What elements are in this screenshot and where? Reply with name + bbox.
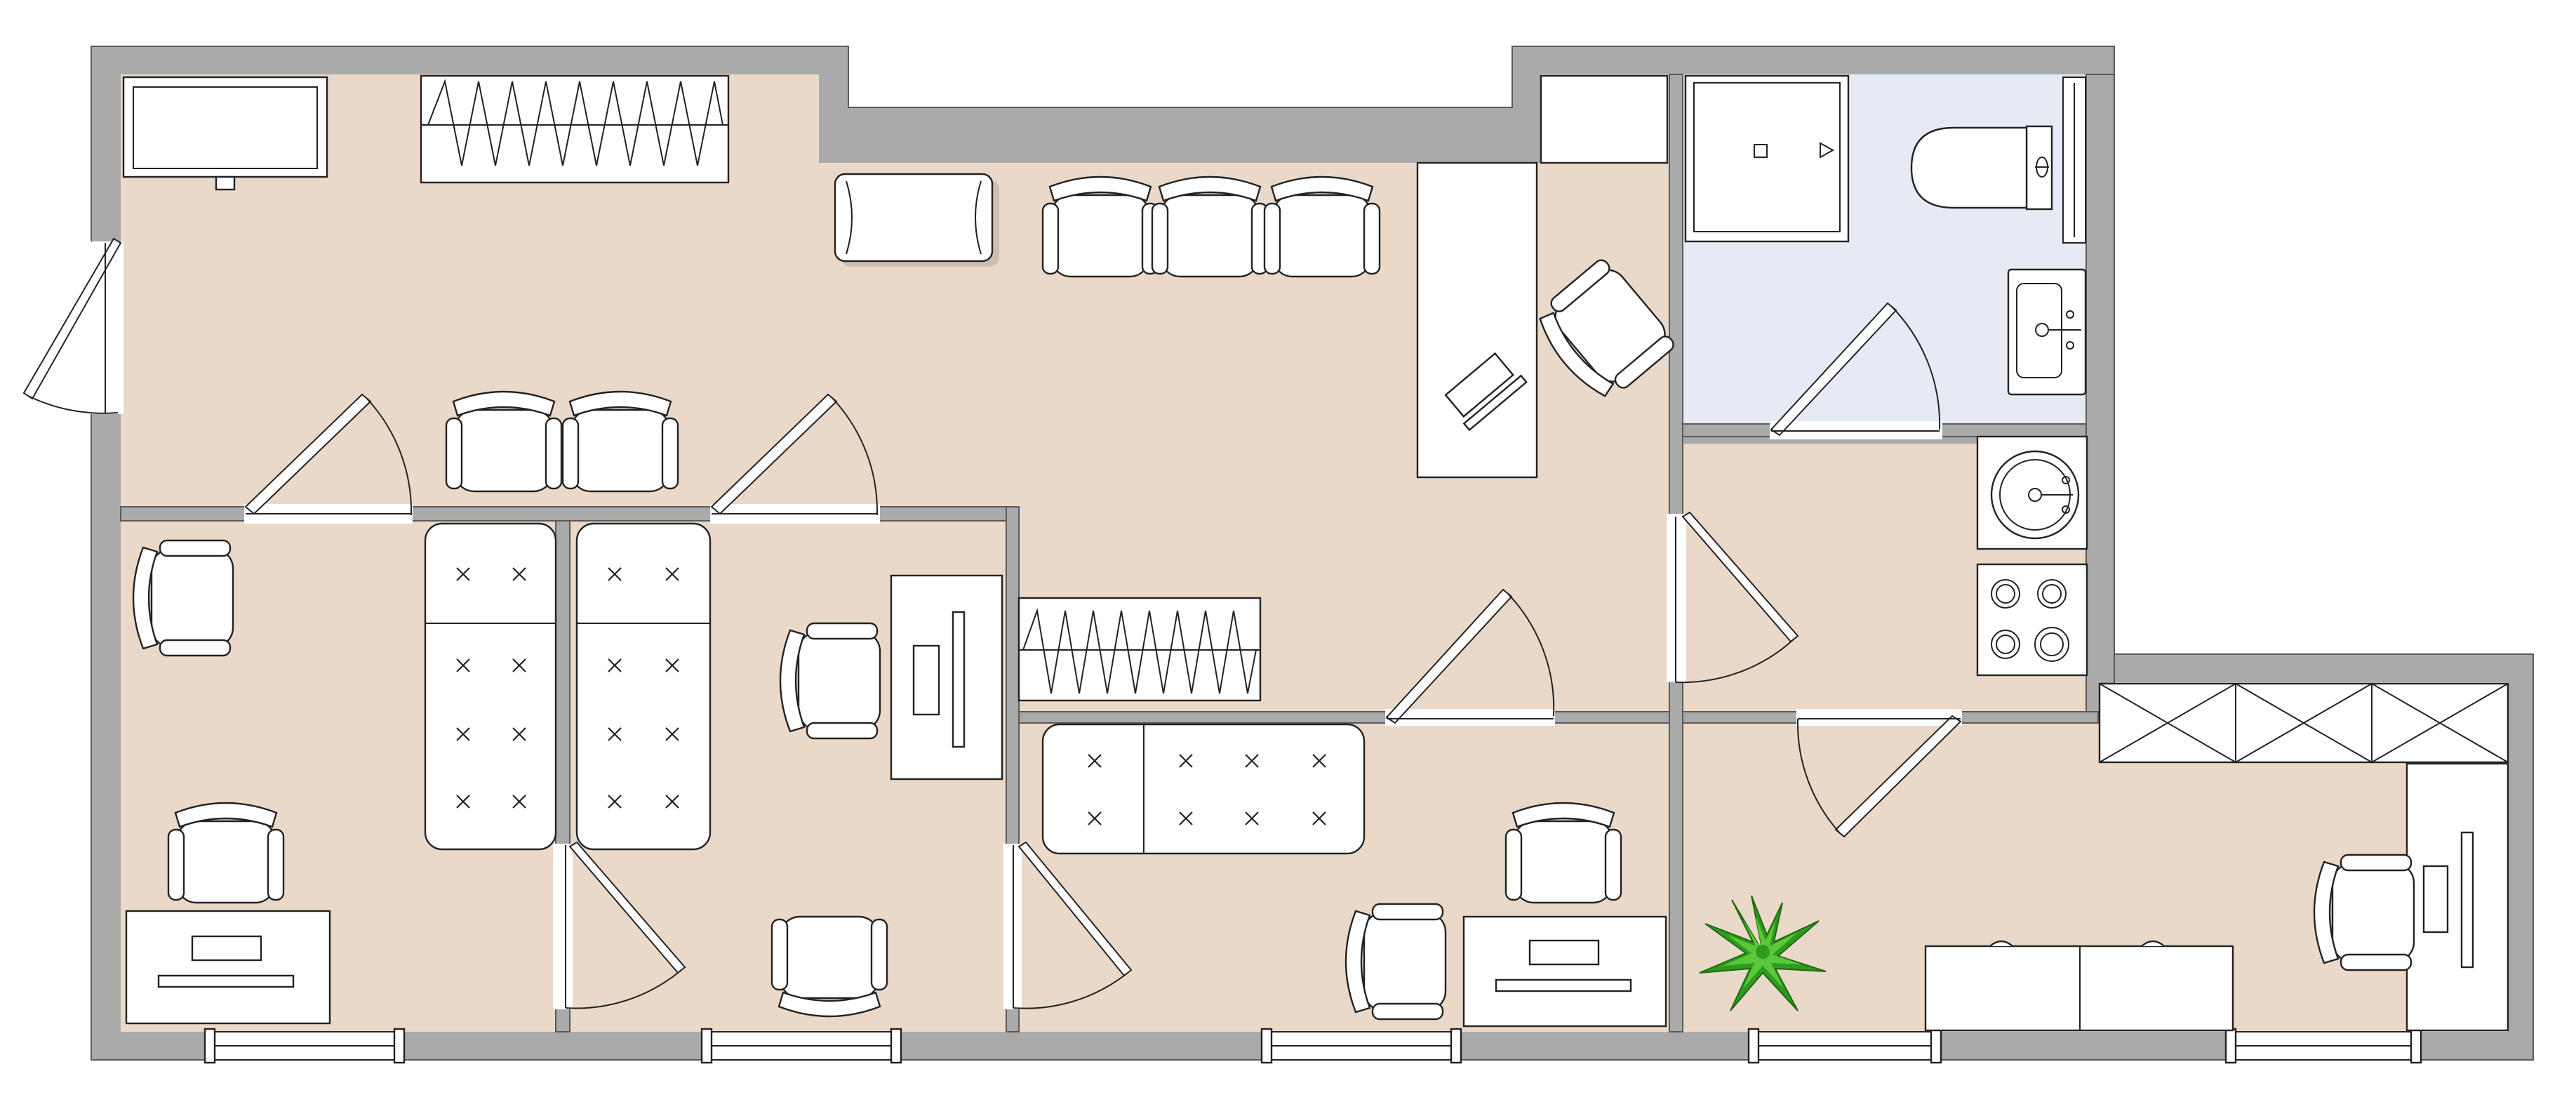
window-5	[2224, 1028, 2422, 1064]
armchair-3	[1263, 175, 1381, 278]
room-d-floor	[1683, 682, 2508, 1032]
door-room-d[interactable]	[1796, 715, 1962, 838]
windows	[203, 77, 2422, 1064]
room-a-furniture	[125, 522, 557, 1025]
plant	[1699, 895, 1827, 1011]
room-c-chair-2	[1344, 903, 1447, 1021]
counter	[1924, 940, 2234, 1032]
kitchen-sink	[1976, 435, 2088, 550]
stove	[1976, 563, 2088, 677]
room-c-chair-1	[1504, 802, 1622, 904]
room-a-chair-1	[132, 539, 234, 657]
wardrobe-top	[420, 74, 730, 184]
room-a-chair-2	[167, 802, 285, 904]
room-b-desk	[890, 574, 1003, 781]
door-room-b[interactable]	[565, 841, 686, 1009]
reception-desk	[1416, 161, 1538, 479]
armchair-1	[1041, 175, 1159, 278]
room-b-furniture	[575, 522, 1003, 1018]
bench	[122, 76, 328, 191]
window-2	[700, 1028, 902, 1064]
window-3	[1260, 1028, 1462, 1064]
entrance-door[interactable]	[22, 237, 122, 414]
shower	[1684, 74, 1850, 243]
window-4	[1747, 1028, 1942, 1064]
door-hall-to-room-b[interactable]	[710, 393, 879, 516]
wardrobe-middle	[1017, 597, 1262, 702]
room-b-chair-1	[779, 622, 881, 740]
room-b-chair-2	[770, 915, 888, 1018]
toilet	[1910, 125, 2053, 211]
window-1	[203, 1028, 406, 1064]
room-d-desk	[2405, 762, 2509, 1032]
door-hall-to-room-a[interactable]	[0, 0, 413, 516]
bathroom-fixtures	[1684, 74, 2087, 396]
armchair-5	[561, 390, 679, 493]
armchair-4	[445, 390, 563, 493]
door-room-c[interactable]	[1013, 841, 1133, 1009]
door-hall-to-room-c[interactable]	[1385, 588, 1555, 724]
massage-bed-2	[575, 522, 712, 851]
room-c-desk	[1462, 915, 1667, 1028]
storage-shelf	[1540, 74, 1669, 164]
door-bathroom[interactable]	[1770, 302, 1941, 437]
wardrobe-icon	[427, 79, 723, 166]
kitchen-fixtures	[1976, 435, 2088, 677]
room-a-desk	[125, 910, 331, 1025]
massage-bed-1	[424, 522, 557, 851]
bathroom-sink	[2007, 268, 2087, 396]
door-kitchen[interactable]	[1675, 511, 1799, 684]
room-c-furniture	[1041, 723, 1667, 1028]
armchair-2	[1151, 175, 1269, 278]
room-d-chair	[2313, 854, 2415, 971]
storage-cabinet	[2098, 682, 2509, 764]
massage-bed-3	[1041, 723, 1366, 855]
room-d-furniture	[1699, 682, 2509, 1032]
window-bathroom	[2062, 77, 2086, 244]
main-hall-furniture	[122, 74, 1679, 702]
sofa	[834, 173, 999, 267]
